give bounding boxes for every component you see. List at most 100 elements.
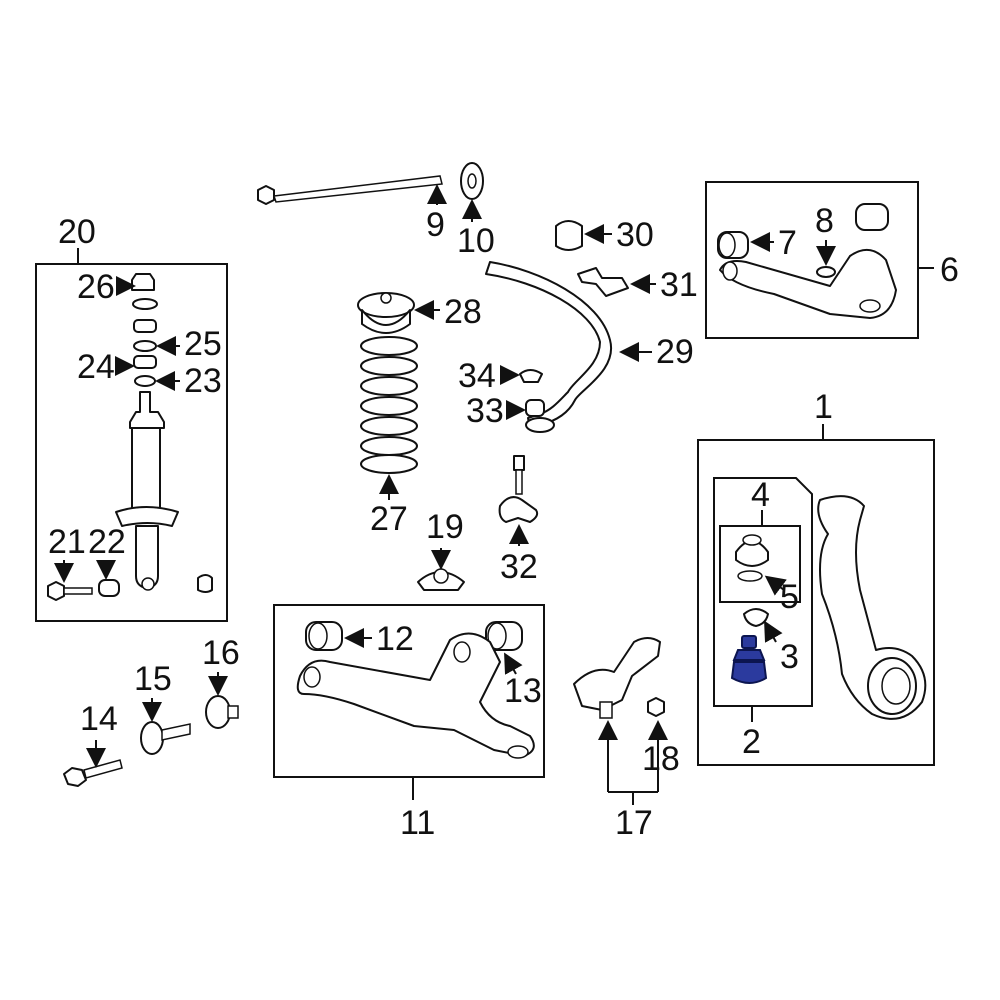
part-9-rod-head[interactable] (257, 185, 275, 205)
part-27-coil-2[interactable] (360, 356, 418, 376)
part-32-link-shaft[interactable] (515, 469, 523, 495)
callout-33[interactable]: 33 (466, 392, 504, 430)
part-28-mount-body[interactable] (361, 309, 411, 334)
part-8-nut[interactable] (816, 266, 836, 278)
leader-5 (764, 575, 787, 596)
ball-joint-neck (732, 649, 766, 661)
part-32-link-body[interactable] (498, 496, 539, 523)
arm-front-eye (303, 666, 321, 688)
part-30-bushing[interactable] (555, 220, 583, 251)
part-27-coil-4[interactable] (360, 396, 418, 416)
part-22-bushing[interactable] (98, 579, 120, 597)
callout-28[interactable]: 28 (444, 293, 482, 331)
shock-rod-top (129, 391, 165, 429)
arm-rear-eye (453, 641, 471, 663)
part-28-stud (380, 292, 392, 304)
callout-21[interactable]: 21 (48, 523, 86, 561)
part-bushing-upper[interactable] (133, 319, 157, 333)
callout-30[interactable]: 30 (616, 216, 654, 254)
part-21-bolt-head[interactable] (47, 581, 65, 601)
part-31-bracket[interactable] (577, 267, 629, 297)
callout-20[interactable]: 20 (58, 213, 96, 251)
callout-17[interactable]: 17 (615, 804, 653, 842)
callout-3[interactable]: 3 (780, 638, 799, 676)
callout-25[interactable]: 25 (184, 325, 222, 363)
part-14-bolt-shank[interactable] (83, 759, 123, 779)
part-32-link-top[interactable] (513, 455, 525, 471)
callout-9[interactable]: 9 (426, 206, 445, 244)
callout-13[interactable]: 13 (504, 672, 542, 710)
callout-5[interactable]: 5 (780, 578, 799, 616)
part-33-bushing[interactable] (525, 399, 545, 417)
part-29-bar-end (525, 417, 555, 433)
part-18-nut[interactable] (647, 697, 665, 717)
part-26-nut[interactable] (131, 273, 155, 291)
callout-32[interactable]: 32 (500, 548, 538, 586)
part-27-coil-5[interactable] (360, 416, 418, 436)
callout-34[interactable]: 34 (458, 357, 496, 395)
callout-4[interactable]: 4 (751, 476, 770, 514)
part-15-cam-shaft[interactable] (161, 723, 191, 741)
callout-26[interactable]: 26 (77, 268, 115, 306)
cam-bolt-group: 14 15 16 (63, 634, 240, 787)
part-17-ball-joint-flange[interactable] (573, 637, 661, 711)
part-upper-bushing-rear (855, 203, 889, 231)
callout-7[interactable]: 7 (778, 224, 797, 262)
callout-15[interactable]: 15 (134, 660, 172, 698)
callout-19[interactable]: 19 (426, 508, 464, 546)
part-5-ring[interactable] (737, 570, 763, 582)
callout-16[interactable]: 16 (202, 634, 240, 672)
lower-arm-group: 11 12 13 (273, 604, 545, 842)
lower-control-arm (296, 632, 535, 757)
group-1-frame (697, 439, 935, 766)
part-23-washer[interactable] (134, 375, 156, 387)
leader-3 (764, 620, 783, 643)
group-6-frame (705, 181, 919, 339)
callout-29[interactable]: 29 (656, 333, 694, 371)
part-4-boot-top (742, 534, 762, 546)
part-34-retainer[interactable] (519, 369, 543, 383)
part-27-coil-1[interactable] (360, 336, 418, 356)
bump-stop-group: 19 (417, 508, 465, 591)
callout-24[interactable]: 24 (77, 348, 115, 386)
part-17-ball-joint-stud[interactable] (599, 701, 613, 719)
callout-23[interactable]: 23 (184, 362, 222, 400)
part-15-cam-plate[interactable] (140, 721, 164, 755)
part-27-coil-3[interactable] (360, 376, 418, 396)
callout-31[interactable]: 31 (660, 266, 698, 304)
callout-14[interactable]: 14 (80, 700, 118, 738)
part-12-bushing-face (308, 622, 328, 650)
part-10-washer-hole (467, 173, 477, 189)
callout-1[interactable]: 1 (814, 388, 833, 426)
callout-10[interactable]: 10 (457, 222, 495, 260)
callout-18[interactable]: 18 (642, 740, 680, 778)
part-14-bolt-head[interactable] (63, 767, 87, 787)
part-3-clip[interactable] (743, 608, 769, 627)
group-4-frame (719, 525, 801, 603)
knuckle-group: 1 2 4 5 3 (697, 388, 935, 766)
part-7-bushing-face (718, 232, 736, 258)
part-washer-upper[interactable] (132, 298, 158, 310)
callout-2[interactable]: 2 (742, 723, 761, 761)
part-16-cam-washer[interactable] (205, 695, 231, 729)
callout-27[interactable]: 27 (370, 500, 408, 538)
ball-joint-highlighted[interactable] (730, 635, 768, 684)
callout-12[interactable]: 12 (376, 620, 414, 658)
part-21-bolt-shank[interactable] (63, 587, 93, 595)
ball-joint-body (730, 661, 768, 684)
callout-22[interactable]: 22 (88, 523, 126, 561)
part-9-rod[interactable] (272, 175, 443, 203)
group-2-frame (713, 477, 813, 707)
part-27-coil-7[interactable] (360, 454, 418, 474)
callout-8[interactable]: 8 (815, 202, 834, 240)
shock-upper-body (131, 427, 161, 509)
arm-ball-joint-seat (507, 745, 529, 759)
part-24-bushing[interactable] (133, 355, 157, 369)
part-27-coil-6[interactable] (360, 436, 418, 456)
part-25-washer[interactable] (133, 340, 157, 352)
callout-6[interactable]: 6 (940, 251, 959, 289)
part-29-stabilizer-bar[interactable] (485, 261, 613, 429)
callout-11[interactable]: 11 (400, 804, 435, 842)
